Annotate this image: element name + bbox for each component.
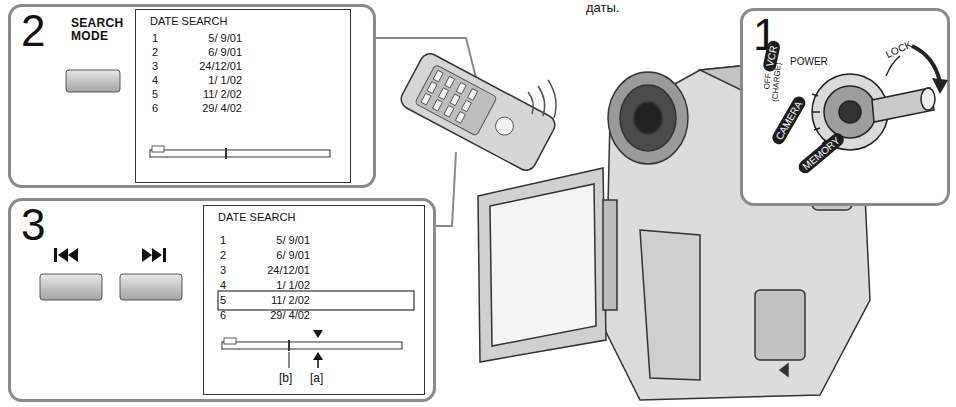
callout-label: [a]	[310, 372, 323, 385]
skip-back-button	[40, 248, 102, 300]
row-date: 24/12/01	[180, 60, 242, 72]
row-date: 11/ 2/02	[180, 88, 242, 100]
switch-label: POWER	[790, 56, 828, 67]
screen-title: DATE SEARCH	[150, 15, 227, 27]
date-search-screen: DATE SEARCH 1 5/ 9/01 2 6/ 9/01 3 24/12/01 4 1/ …	[203, 205, 425, 395]
tape-bar	[150, 146, 330, 159]
row-number: 4	[152, 74, 158, 86]
switch-label: LOCK	[884, 38, 913, 59]
button-label: SEARCH MODE	[71, 17, 129, 43]
row-number: 1	[152, 32, 158, 44]
tape-bar	[222, 330, 402, 368]
row-date: 29/ 4/02	[180, 102, 242, 114]
row-date: 24/12/01	[248, 264, 310, 276]
row-date: 1/ 1/02	[248, 279, 310, 291]
step-number: 2	[21, 9, 45, 53]
row-date: 29/ 4/02	[248, 309, 310, 321]
row-date: 5/ 9/01	[180, 32, 242, 44]
lcd-panel	[478, 168, 617, 362]
row-number: 6	[220, 309, 226, 321]
step-panel: 2 SEARCH MODE DATE SEARCH 1 5/ 9/01 2 6/ 9/01 3…	[8, 4, 376, 188]
row-number: 1	[220, 234, 226, 246]
row-number: 3	[152, 60, 158, 72]
row-number: 3	[220, 264, 226, 276]
row-number: 4	[220, 279, 226, 291]
row-date: 11/ 2/02	[248, 294, 310, 306]
row-number: 2	[220, 249, 226, 261]
skip-forward-button	[120, 248, 182, 300]
callout-label: [b]	[279, 372, 292, 385]
row-date: 6/ 9/01	[180, 46, 242, 58]
signal-waves	[528, 80, 556, 118]
remote-control	[398, 50, 559, 173]
row-date: 1/ 1/02	[180, 74, 242, 86]
selection-highlight	[218, 291, 414, 310]
leader-line	[436, 152, 456, 226]
row-date: 6/ 9/01	[248, 249, 310, 261]
row-number: 6	[152, 102, 158, 114]
row-number: 2	[152, 46, 158, 58]
row-number: 5	[220, 294, 226, 306]
row-number: 5	[152, 88, 158, 100]
screen-title: DATE SEARCH	[218, 211, 295, 223]
cut-off-text: даты.	[586, 1, 619, 15]
button-caption: SEARCH MODE	[69, 17, 135, 57]
search-mode-button	[66, 70, 120, 92]
switch-position: MEMORY	[796, 131, 846, 176]
step-number: 3	[21, 203, 45, 247]
row-date: 5/ 9/01	[248, 234, 310, 246]
switch-position: OFF (CHARGE)	[762, 58, 784, 105]
